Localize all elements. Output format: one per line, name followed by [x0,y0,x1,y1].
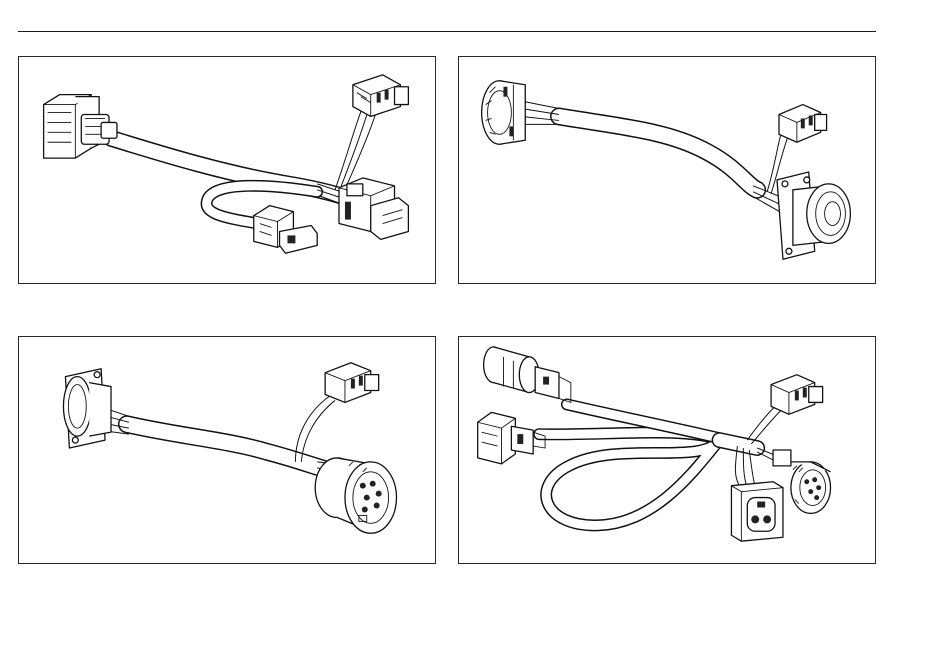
square-two-pin-socket-icon [731,482,783,541]
small-plug-connector-icon [254,206,317,254]
harness-b-drawing [459,57,875,283]
figure-harness-d [458,336,876,564]
header-rule [18,31,876,32]
flat-plug-connector-icon [771,375,823,415]
flanged-round-socket-icon [777,172,850,259]
round-pin-coupling-icon [315,458,396,533]
harness-d-drawing [459,337,875,563]
harness-a-drawing [19,57,435,283]
flanged-round-socket-icon [63,369,111,448]
harness-c-drawing [19,337,435,563]
flat-plug-connector-icon [325,363,379,403]
flat-plug-connector-icon [353,75,409,117]
figure-harness-c [18,336,436,564]
rectangular-socket-connector-icon [339,178,408,239]
figure-harness-a [18,56,436,284]
harness-d-loop-cable [539,433,719,526]
flat-plug-connector-icon [779,105,827,143]
figure-harness-b [458,56,876,284]
round-coupling-connector-icon [482,81,526,144]
round-bayonet-connector-icon [484,347,571,403]
multi-pin-block-connector-icon [44,95,117,158]
